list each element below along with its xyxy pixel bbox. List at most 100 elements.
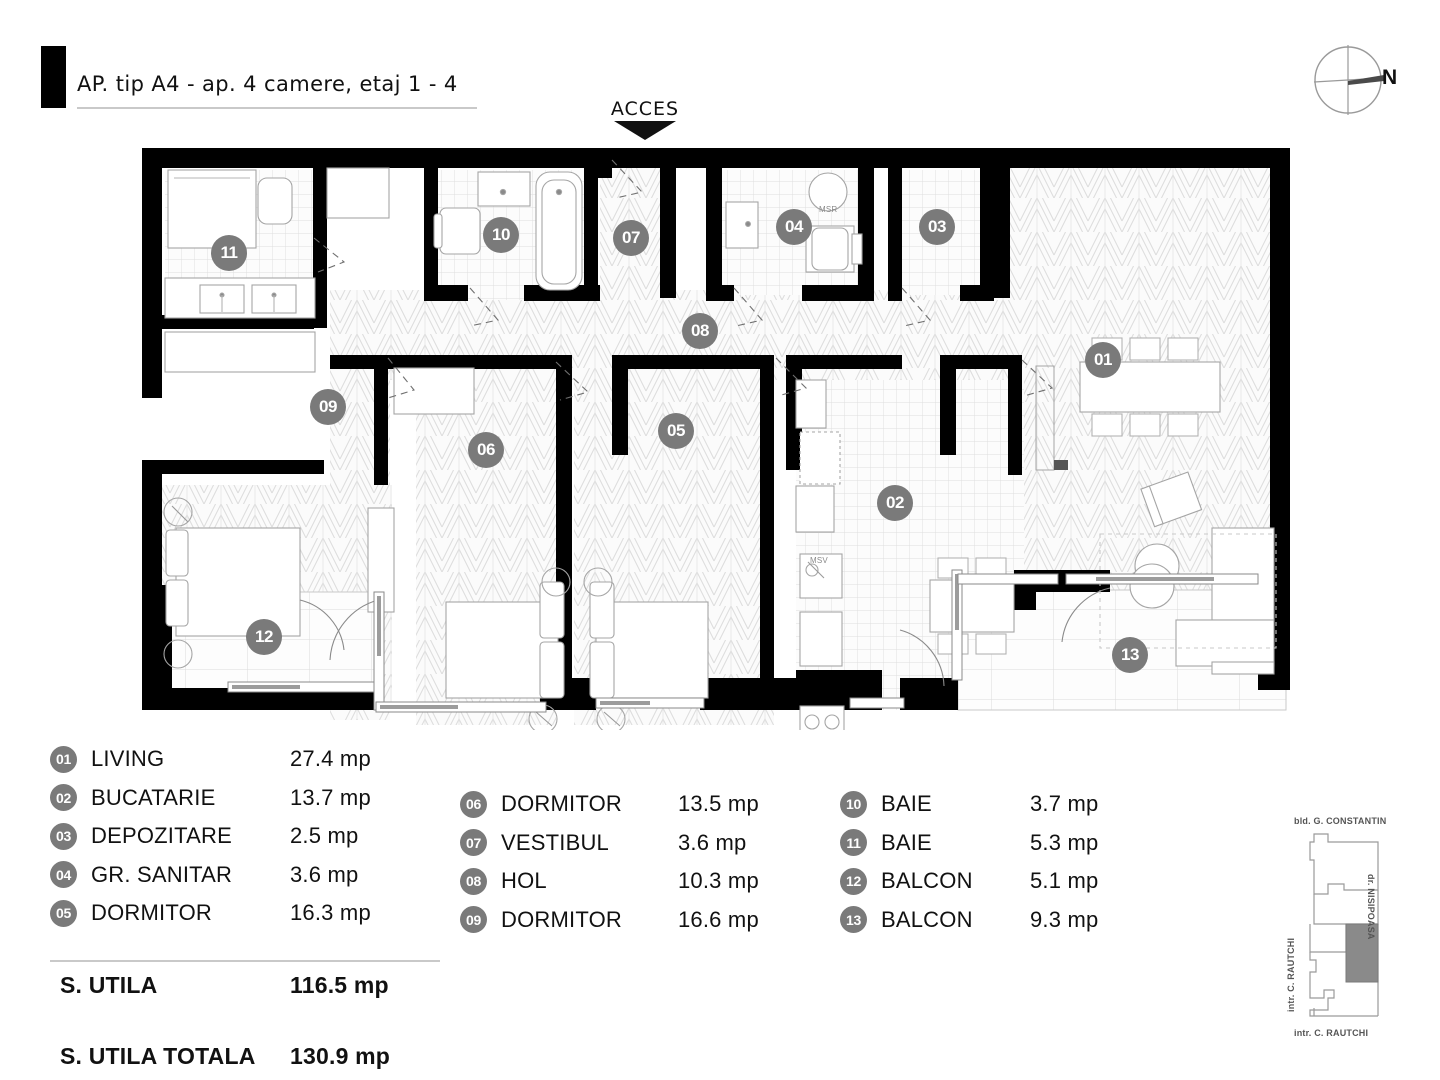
legend-room-name: DORMITOR: [501, 906, 622, 932]
floor-plan-drawing: 01 02 03 04 05 06 07 08 09 10 11 12 13 MSR MSV: [0, 130, 1440, 730]
area-totals: S. UTILA 116.5 mp S. UTILA TOTALA 130.9 …: [50, 960, 440, 1069]
legend-room-name: BUCATARIE: [91, 784, 216, 810]
legend-room-badge: 10: [840, 790, 867, 818]
title-accent-bar: [41, 46, 66, 108]
legend-room-name: LIVING: [91, 746, 165, 772]
total-label: S. UTILA TOTALA: [60, 1043, 256, 1069]
plan-room-marker: 10: [483, 217, 519, 253]
plan-glazing: [227, 569, 1259, 713]
access-indicator: ACCES: [585, 98, 705, 140]
room-legend: 01 LIVING 27.4 mp 02 BUCATARIE 13.7 mp 03 DEPOZ…: [40, 740, 1220, 1040]
legend-room-badge: 03: [50, 822, 77, 850]
plan-interior-walls: [162, 148, 1110, 710]
legend-room-name: DORMITOR: [91, 900, 212, 926]
page-title: AP. tip A4 - ap. 4 camere, etaj 1 - 4: [77, 72, 458, 96]
total-row-utila: S. UTILA 116.5 mp: [50, 972, 440, 1007]
legend-row: 05 DORMITOR 16.3 mp: [50, 894, 450, 933]
legend-room-area: 2.5 mp: [290, 823, 359, 849]
legend-room-area: 27.4 mp: [290, 746, 371, 772]
legend-room-name: BALCON: [881, 906, 973, 932]
legend-column-1: 01 LIVING 27.4 mp 02 BUCATARIE 13.7 mp 03 DEPOZ…: [50, 740, 450, 933]
legend-room-badge: 13: [840, 906, 867, 934]
street-label-bottom: intr. C. RAUTCHI: [1294, 1028, 1369, 1038]
appliance-label: MSR: [819, 205, 838, 214]
legend-room-name: DORMITOR: [501, 791, 622, 817]
legend-row: 10 BAIE 3.7 mp: [840, 785, 1210, 824]
legend-room-area: 3.6 mp: [290, 861, 359, 887]
total-row-utila-totala: S. UTILA TOTALA 130.9 mp: [50, 1043, 440, 1078]
street-label-top: bld. G. CONSTANTIN: [1294, 816, 1387, 826]
legend-room-name: BAIE: [881, 829, 932, 855]
legend-room-name: BAIE: [881, 791, 932, 817]
plan-door-swings: [313, 159, 1054, 401]
street-label-left: intr. C. RAUTCHI: [1286, 937, 1296, 1012]
legend-room-area: 13.5 mp: [678, 791, 759, 817]
legend-row: 07 VESTIBUL 3.6 mp: [460, 824, 850, 863]
site-key-map: bld. G. CONSTANTIN dr. NISIPOASA intr. C…: [1272, 812, 1440, 1052]
compass-north-label: N: [1382, 66, 1398, 89]
legend-row: 09 DORMITOR 16.6 mp: [460, 901, 850, 940]
legend-row: 11 BAIE 5.3 mp: [840, 824, 1210, 863]
legend-room-area: 10.3 mp: [678, 868, 759, 894]
legend-room-badge: 12: [840, 867, 867, 895]
legend-room-badge: 01: [50, 745, 77, 773]
legend-room-area: 5.3 mp: [1030, 829, 1099, 855]
appliance-label: MSV: [810, 556, 828, 565]
legend-room-area: 16.6 mp: [678, 906, 759, 932]
plan-room-marker: 03: [919, 209, 955, 245]
totals-divider: [50, 960, 440, 962]
plan-door-arcs: [299, 587, 1111, 687]
access-arrow-icon: [614, 121, 676, 140]
plan-wall-details: [1035, 365, 1068, 471]
legend-room-area: 3.7 mp: [1030, 791, 1099, 817]
legend-room-name: DEPOZITARE: [91, 823, 232, 849]
compass-rose: N: [1310, 40, 1430, 120]
plan-room-marker: 05: [658, 413, 694, 449]
site-plan-diagram: [1309, 833, 1379, 1017]
legend-row: 02 BUCATARIE 13.7 mp: [50, 779, 450, 818]
plan-room-marker: 07: [613, 220, 649, 256]
plan-floors: [162, 155, 1287, 725]
plan-room-marker: 06: [468, 432, 504, 468]
legend-room-name: GR. SANITAR: [91, 861, 233, 887]
plan-room-marker: 04: [776, 209, 812, 245]
legend-room-area: 13.7 mp: [290, 784, 371, 810]
legend-room-name: HOL: [501, 868, 547, 894]
plan-room-marker: 09: [310, 389, 346, 425]
total-label: S. UTILA: [60, 972, 158, 998]
plan-room-marker: 12: [246, 619, 282, 655]
total-value: 130.9 mp: [290, 1043, 391, 1069]
legend-room-area: 5.1 mp: [1030, 868, 1099, 894]
legend-room-area: 3.6 mp: [678, 829, 747, 855]
plan-room-marker: 01: [1085, 342, 1121, 378]
legend-room-badge: 05: [50, 899, 77, 927]
plan-room-marker: 08: [682, 313, 718, 349]
legend-room-badge: 06: [460, 790, 487, 818]
legend-room-badge: 04: [50, 861, 77, 889]
legend-row: 12 BALCON 5.1 mp: [840, 862, 1210, 901]
title-divider: [77, 107, 477, 109]
plan-room-marker: 11: [211, 235, 247, 271]
legend-room-badge: 11: [840, 829, 867, 857]
plan-room-marker: 13: [1112, 637, 1148, 673]
legend-room-name: VESTIBUL: [501, 829, 609, 855]
legend-row: 06 DORMITOR 13.5 mp: [460, 785, 850, 824]
legend-row: 03 DEPOZITARE 2.5 mp: [50, 817, 450, 856]
plan-room-marker: 02: [877, 485, 913, 521]
legend-room-name: BALCON: [881, 868, 973, 894]
legend-room-badge: 07: [460, 829, 487, 857]
legend-room-badge: 02: [50, 784, 77, 812]
access-label: ACCES: [610, 98, 680, 120]
legend-room-area: 16.3 mp: [290, 900, 371, 926]
plan-furniture: [163, 167, 1277, 730]
legend-row: 01 LIVING 27.4 mp: [50, 740, 450, 779]
legend-room-badge: 09: [460, 906, 487, 934]
floor-plan-svg: [142, 148, 1290, 730]
legend-row: 04 GR. SANITAR 3.6 mp: [50, 856, 450, 895]
compass-icon: [1313, 45, 1384, 115]
